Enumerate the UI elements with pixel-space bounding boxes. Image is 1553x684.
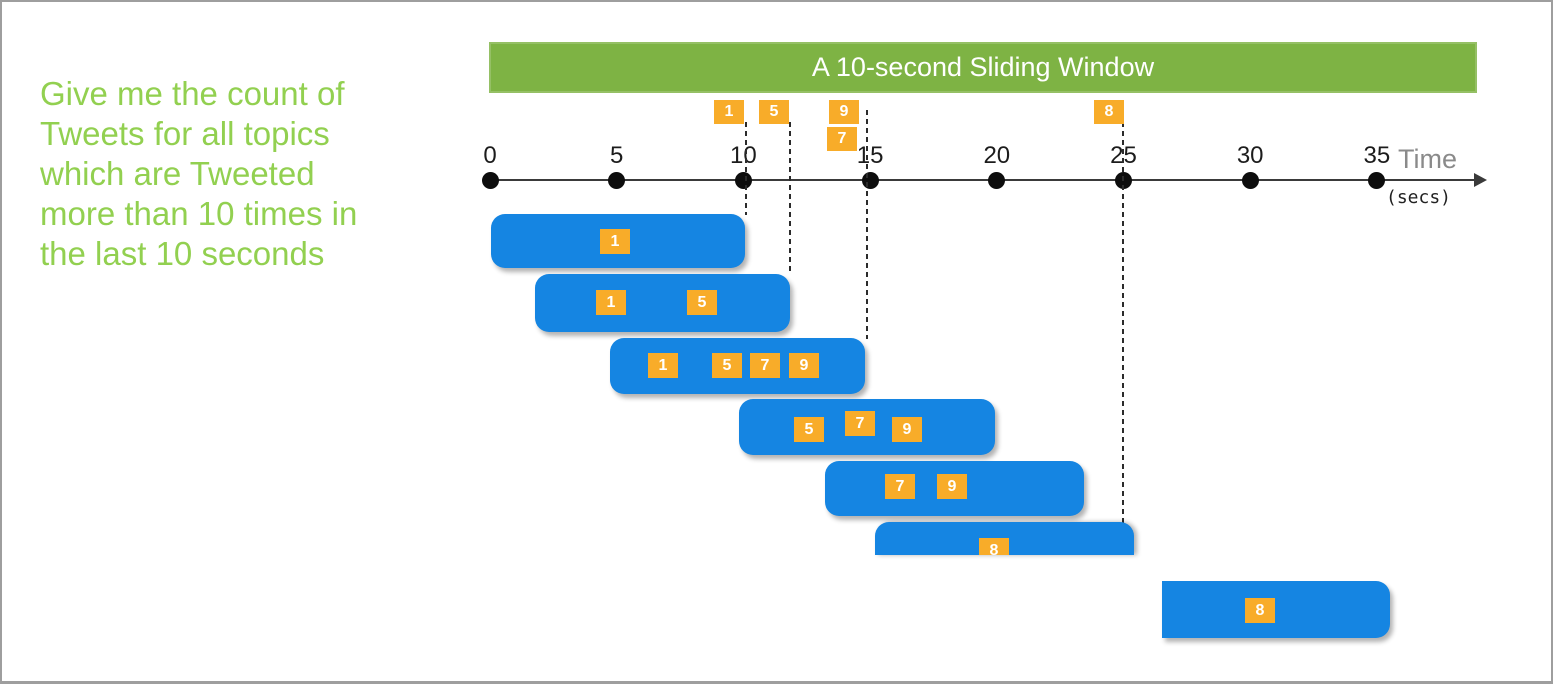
window-event-label: 5: [712, 353, 742, 378]
window-event-label: 9: [937, 474, 967, 499]
window-event-label: 5: [687, 290, 717, 315]
window-event-label: 8: [1245, 598, 1275, 623]
query-text-line: Give me the count of: [40, 75, 345, 112]
tick-label: 20: [983, 142, 1011, 169]
query-text-line: Tweets for all topics: [40, 115, 330, 152]
event-marker: 7: [827, 127, 857, 151]
event-dash-line: [866, 110, 868, 339]
timeline-dot: [481, 171, 499, 189]
timeline-axis-line: [485, 179, 1474, 181]
query-text-line: more than 10 times in: [40, 195, 358, 232]
window-event-label: 7: [750, 353, 780, 378]
tick-label: 0: [483, 142, 497, 169]
query-text-line: the last 10 seconds: [40, 235, 325, 272]
event-marker: 5: [759, 100, 789, 124]
tick-label: 10: [730, 142, 757, 169]
sliding-window: 8: [875, 522, 1134, 555]
event-marker: 8: [1094, 100, 1124, 124]
window-event-label: 5: [794, 417, 824, 442]
window-event-label: 7: [845, 411, 875, 436]
tick-label: 5: [610, 142, 624, 169]
timeline-dot: [1241, 171, 1259, 189]
event-dash-line: [789, 122, 791, 275]
window-event-label: 9: [892, 417, 922, 442]
event-marker: 9: [829, 100, 859, 124]
time-axis-unit: (secs): [1386, 187, 1452, 208]
timeline-dot: [988, 171, 1006, 189]
tick-label: 35: [1363, 142, 1391, 169]
window-event-label: 1: [596, 290, 626, 315]
sliding-window: 8: [1162, 581, 1390, 638]
tick-label: 15: [856, 142, 884, 169]
time-axis-label: Time: [1398, 144, 1457, 174]
event-marker: 1: [714, 100, 744, 124]
window-event-label: 7: [885, 474, 915, 499]
sliding-window-banner: A 10-second Sliding Window: [489, 42, 1477, 93]
event-dash-line: [745, 122, 747, 215]
timeline-dot: [734, 171, 752, 189]
timeline-dot: [1368, 171, 1386, 189]
query-text-line: which are Tweeted: [40, 155, 315, 192]
window-event-label: 8: [979, 538, 1009, 555]
tick-label: 30: [1236, 142, 1264, 169]
window-event-label: 1: [648, 353, 678, 378]
timeline-arrow-icon: [1474, 173, 1487, 187]
banner-label: A 10-second Sliding Window: [811, 52, 1155, 82]
timeline-dot: [608, 171, 626, 189]
window-event-label: 9: [789, 353, 819, 378]
event-dash-line: [1122, 122, 1124, 523]
window-event-label: 1: [600, 229, 630, 254]
sliding-window: 1: [491, 214, 745, 268]
timeline-dot: [861, 171, 879, 189]
